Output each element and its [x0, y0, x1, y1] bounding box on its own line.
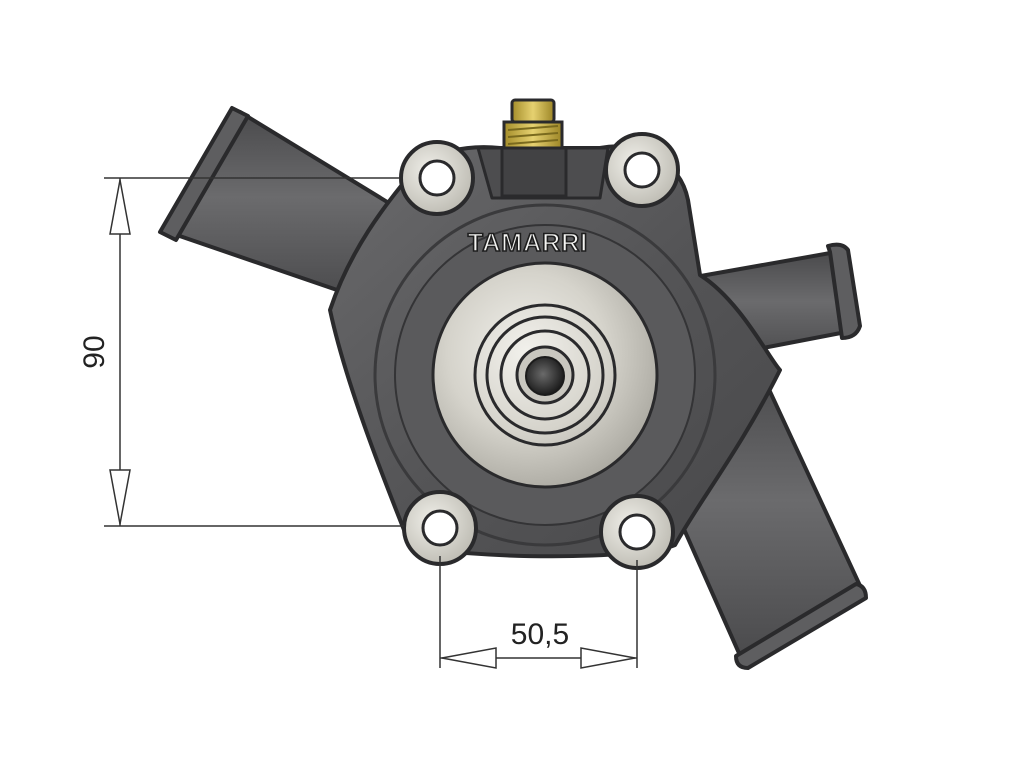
brand-label: TAMARRI: [468, 229, 588, 257]
dimension-vertical: [104, 177, 404, 527]
top-fitting: [476, 98, 610, 200]
arrowhead-down-icon: [109, 469, 131, 525]
mounting-lug-bottom-right: [599, 494, 675, 570]
arrowhead-right-icon: [580, 647, 636, 669]
bearing-hub: [431, 261, 659, 489]
arrowhead-up-icon: [109, 179, 131, 235]
dimension-horizontal: [439, 556, 638, 669]
mounting-lug-top-right: [604, 132, 680, 208]
dimension-horizontal-label: 50,5: [511, 618, 569, 651]
mounting-lug-bottom-left: [402, 490, 478, 566]
arrowhead-left-icon: [441, 647, 497, 669]
dimension-vertical-label: 90: [78, 335, 111, 368]
mounting-lug-top-left: [399, 140, 475, 216]
